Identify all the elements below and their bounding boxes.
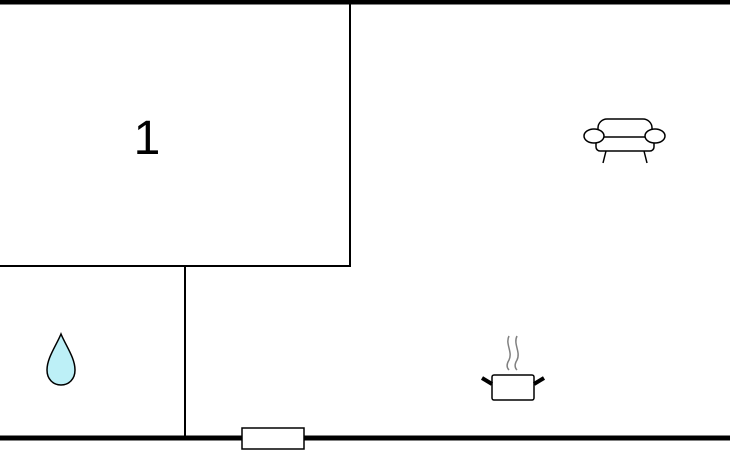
water-drop-icon xyxy=(46,332,76,386)
entrance-door[interactable] xyxy=(241,427,305,450)
sofa-icon xyxy=(583,118,666,164)
room-1-label: 1 xyxy=(134,112,161,165)
cooking-pot-icon xyxy=(480,335,546,401)
